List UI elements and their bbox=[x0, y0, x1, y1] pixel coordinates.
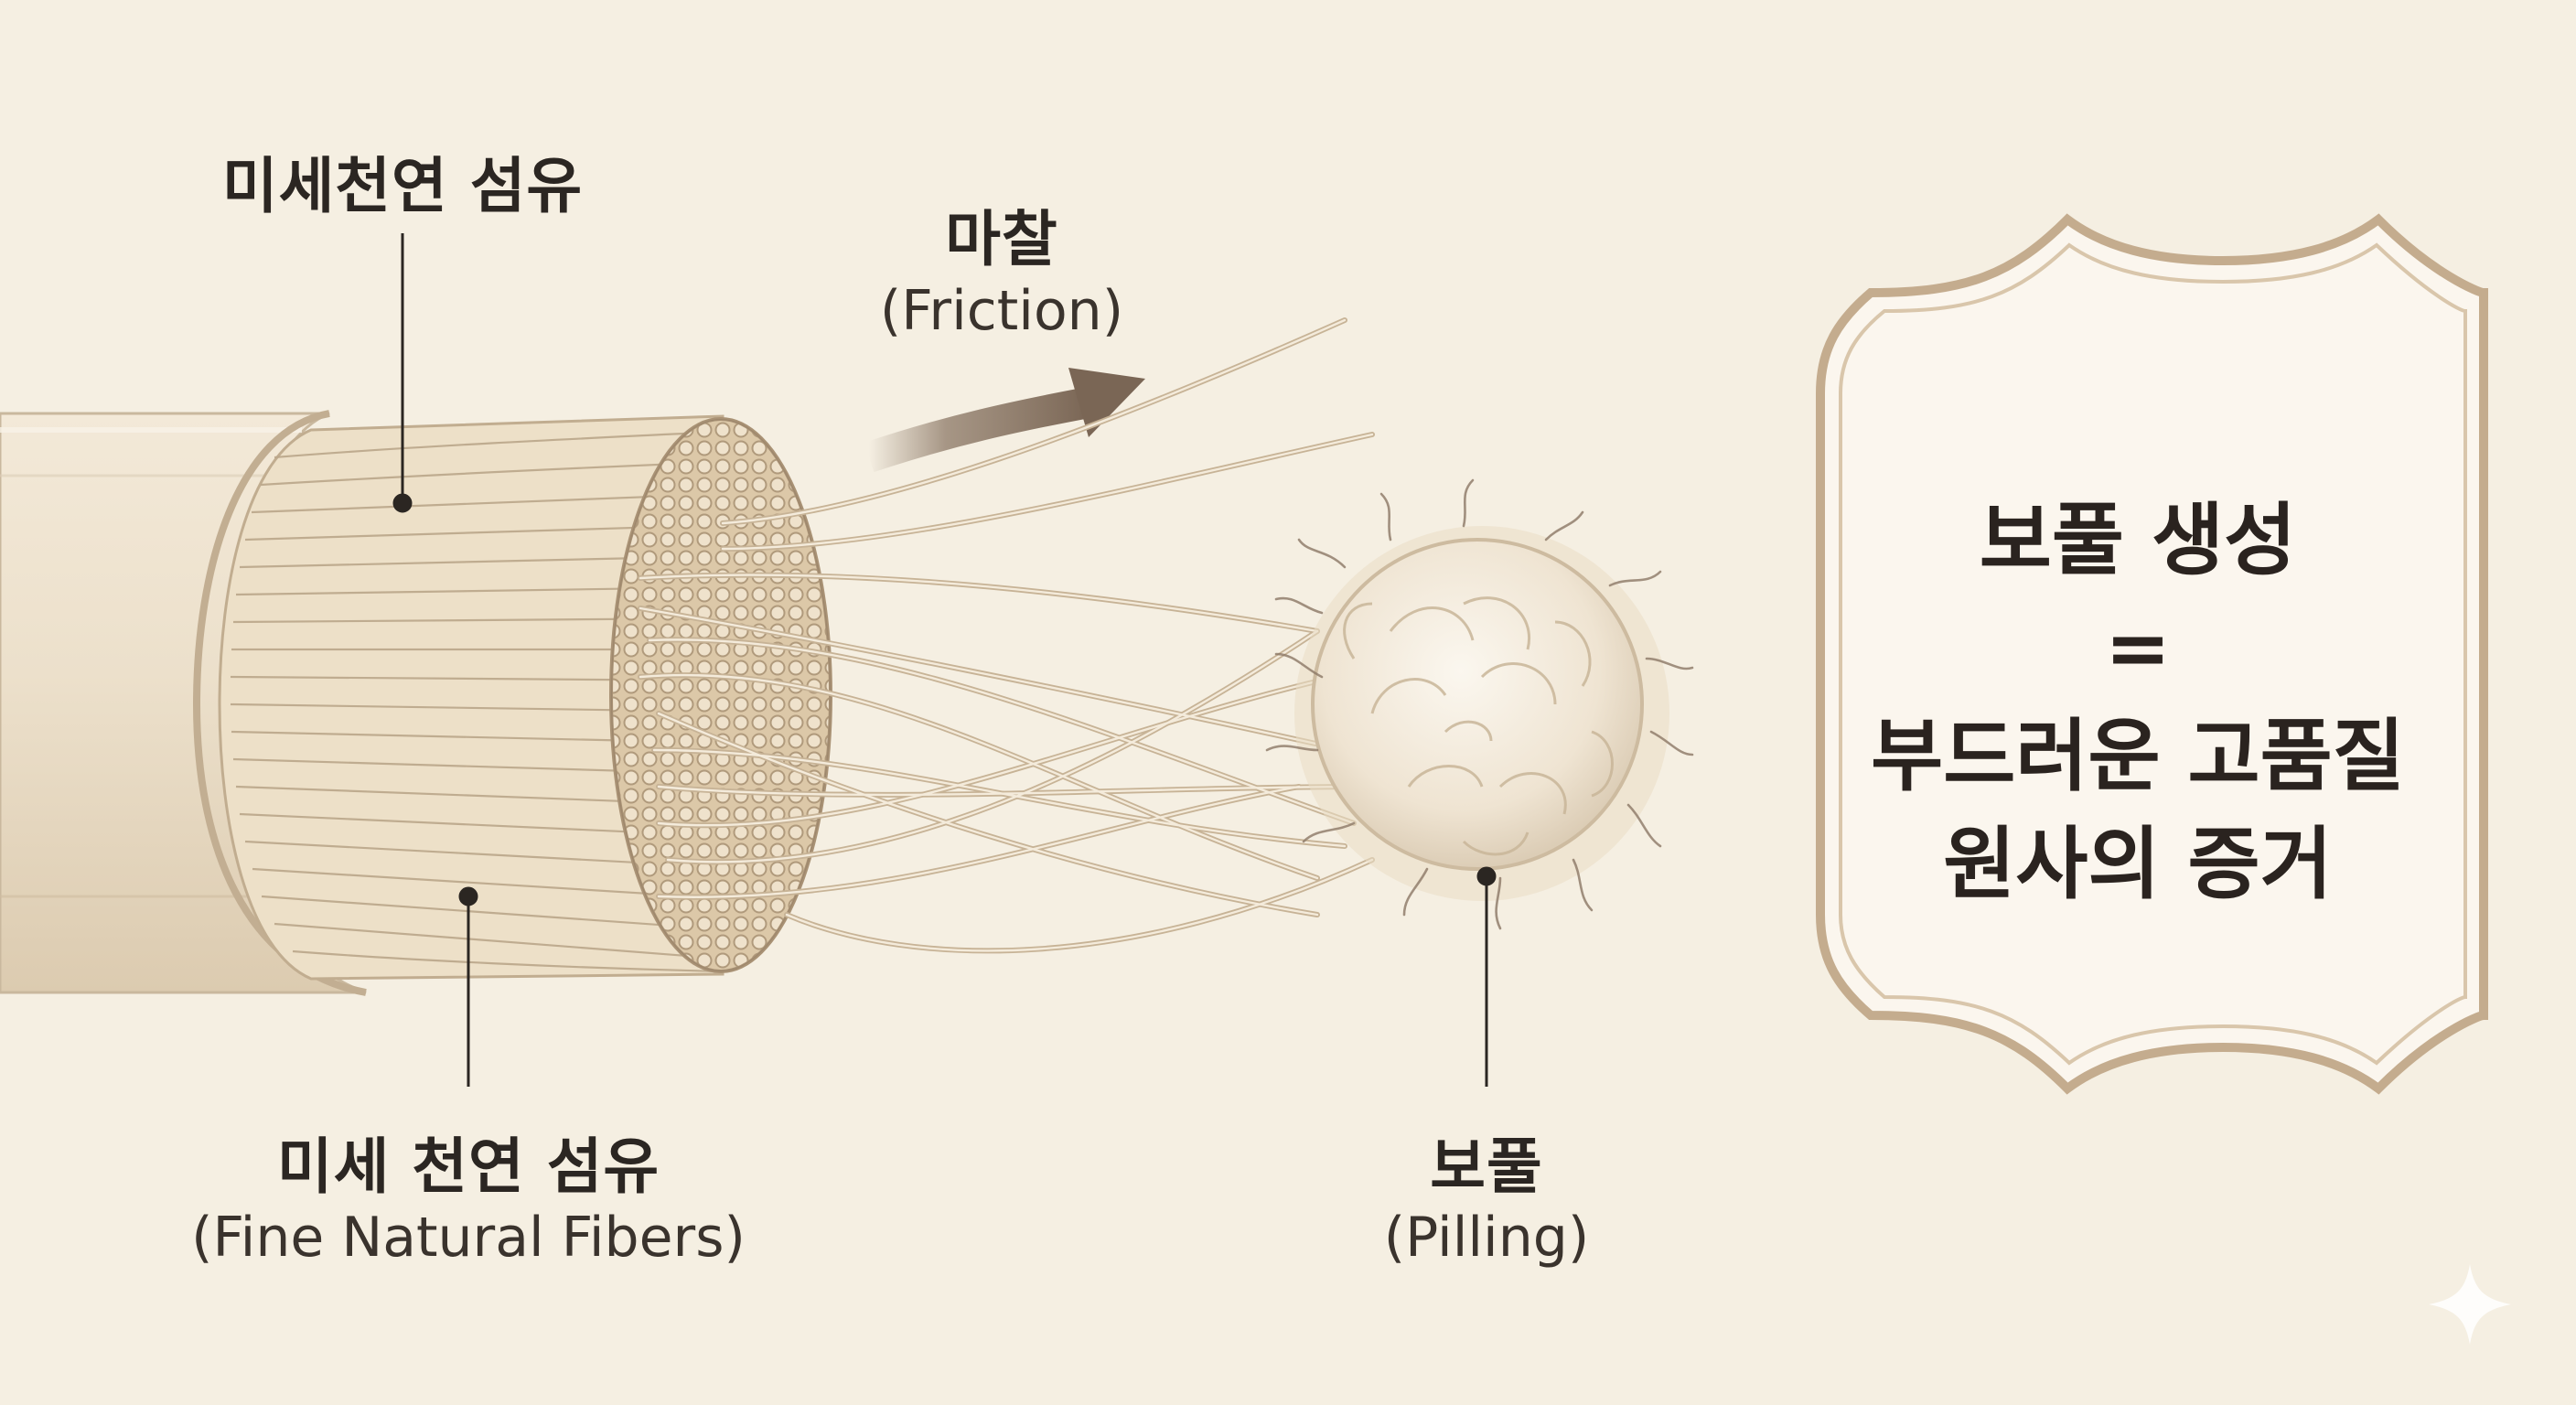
yarn-cross-section bbox=[611, 419, 831, 971]
label-pilling-en: (Pilling) bbox=[1349, 1206, 1624, 1270]
label-bottom-fiber-en: (Fine Natural Fibers) bbox=[139, 1206, 798, 1270]
label-friction-en: (Friction) bbox=[851, 279, 1153, 343]
panel-line-2: = bbox=[2105, 595, 2171, 702]
callout-dot-bottom-fiber bbox=[460, 888, 477, 905]
sparkle-icon bbox=[2429, 1264, 2511, 1345]
friction-arrow bbox=[869, 368, 1145, 457]
label-bottom-fiber-ko: 미세 천연 섬유 bbox=[212, 1118, 724, 1206]
conclusion-panel: 보풀 생성 = 부드러운 고품질 원사의 증거 bbox=[1800, 291, 2475, 1114]
pill-ball bbox=[1267, 480, 1692, 928]
panel-line-1: 보풀 생성 bbox=[1980, 487, 2296, 595]
panel-line-3: 부드러운 고품질 bbox=[1871, 702, 2405, 810]
label-friction-ko: 마찰 bbox=[878, 190, 1125, 278]
label-top-fiber: 미세천연 섬유 bbox=[201, 137, 604, 225]
callout-dot-pilling bbox=[1478, 868, 1495, 885]
panel-line-4: 원사의 증거 bbox=[1943, 810, 2333, 918]
label-pilling-ko: 보풀 bbox=[1372, 1118, 1601, 1206]
callout-dot-top-fiber bbox=[394, 495, 411, 511]
